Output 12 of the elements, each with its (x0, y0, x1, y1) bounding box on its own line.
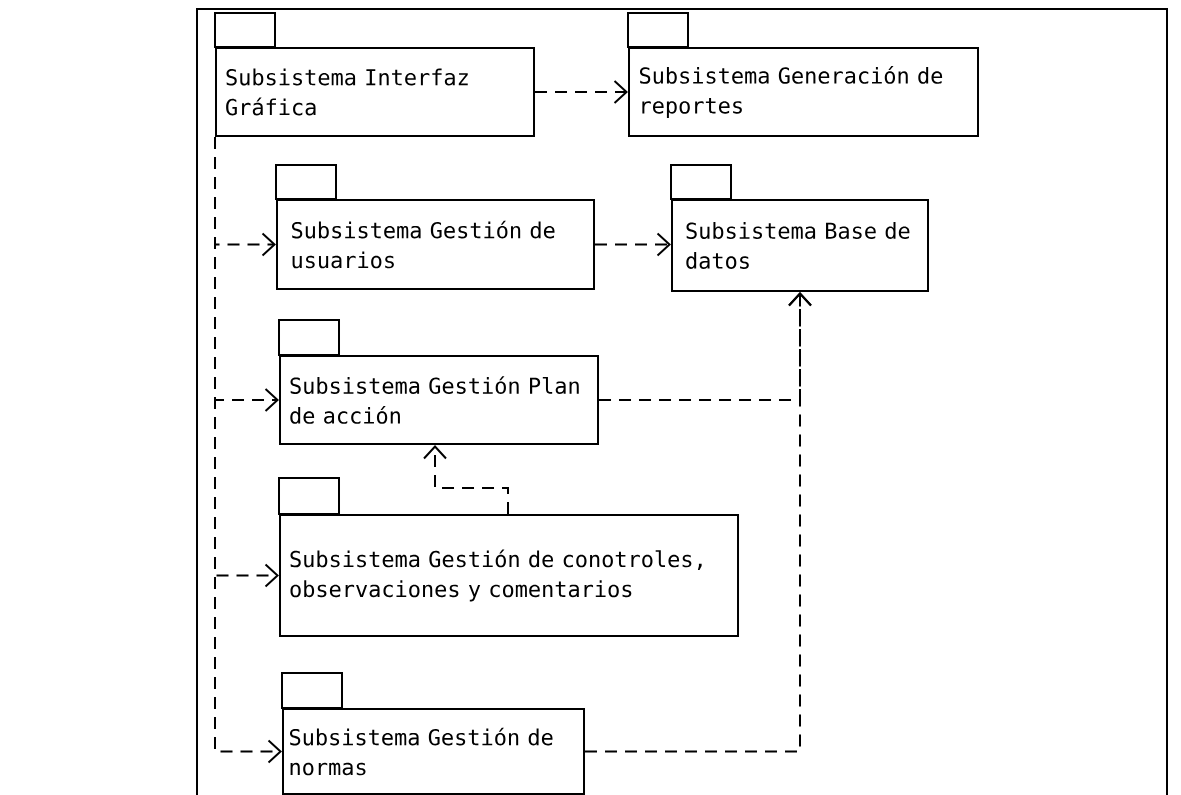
package-box: Subsistema Base de datos (670, 164, 929, 292)
package-box: Subsistema Gestión de normas (281, 672, 585, 795)
package-box: Subsistema Gestión Plan de acción (278, 319, 599, 445)
package-box: Subsistema Gestión de conotroles, observaciones y comentarios (278, 477, 739, 637)
arrow (594, 232, 671, 257)
package-box: Subsistema Generación de reportes (627, 12, 979, 137)
arrow (423, 445, 509, 515)
package-box: Subsistema Interfaz Gráfica (214, 12, 535, 137)
arrow (584, 292, 812, 753)
arrow (214, 136, 282, 764)
arrow (534, 80, 628, 104)
package-box: Subsistema Gestión de usuarios (275, 164, 595, 290)
